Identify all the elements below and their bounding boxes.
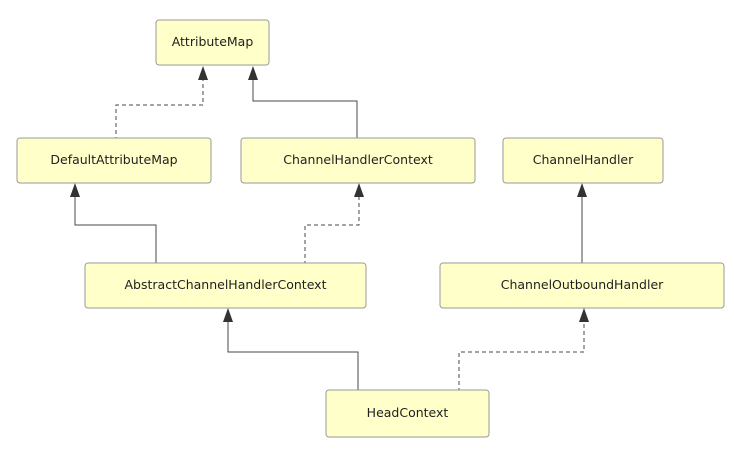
node-channel-handler[interactable]: ChannelHandler bbox=[502, 137, 664, 184]
arrowhead-icon bbox=[579, 308, 589, 322]
arrowhead-icon bbox=[354, 183, 364, 197]
node-label: DefaultAttributeMap bbox=[50, 152, 177, 167]
node-abstract-channel-handler-context[interactable]: AbstractChannelHandlerContext bbox=[84, 262, 367, 309]
edge-headcontext-to-abstractchannelhandlercontext bbox=[223, 308, 359, 392]
node-label: AbstractChannelHandlerContext bbox=[125, 277, 327, 292]
node-channel-handler-context[interactable]: ChannelHandlerContext bbox=[240, 137, 476, 184]
node-head-context[interactable]: HeadContext bbox=[325, 389, 490, 438]
arrowhead-icon bbox=[70, 183, 80, 197]
edge-abstractchannelhandlercontext-to-channelhandlercontext bbox=[304, 183, 364, 265]
arrowhead-icon bbox=[577, 183, 587, 197]
edge-headcontext-to-channeloutboundhandler bbox=[458, 308, 589, 392]
node-label: ChannelOutboundHandler bbox=[501, 277, 664, 292]
arrowhead-icon bbox=[198, 66, 208, 80]
edge-channeloutboundhandler-to-channelhandler bbox=[577, 183, 587, 265]
node-label: HeadContext bbox=[367, 405, 449, 420]
node-attribute-map[interactable]: AttributeMap bbox=[155, 19, 270, 66]
edge-channelhandlercontext-to-attributemap bbox=[248, 66, 358, 141]
node-label: AttributeMap bbox=[172, 34, 254, 49]
node-label: ChannelHandlerContext bbox=[283, 152, 433, 167]
node-default-attribute-map[interactable]: DefaultAttributeMap bbox=[16, 137, 212, 184]
node-channel-outbound-handler[interactable]: ChannelOutboundHandler bbox=[439, 262, 725, 309]
edge-abstractchannelhandlercontext-to-defaultattributemap bbox=[70, 183, 157, 265]
arrowhead-icon bbox=[223, 308, 233, 322]
node-label: ChannelHandler bbox=[533, 152, 634, 167]
edge-defaultattributemap-to-attributemap bbox=[115, 66, 208, 141]
arrowhead-icon bbox=[248, 66, 258, 80]
